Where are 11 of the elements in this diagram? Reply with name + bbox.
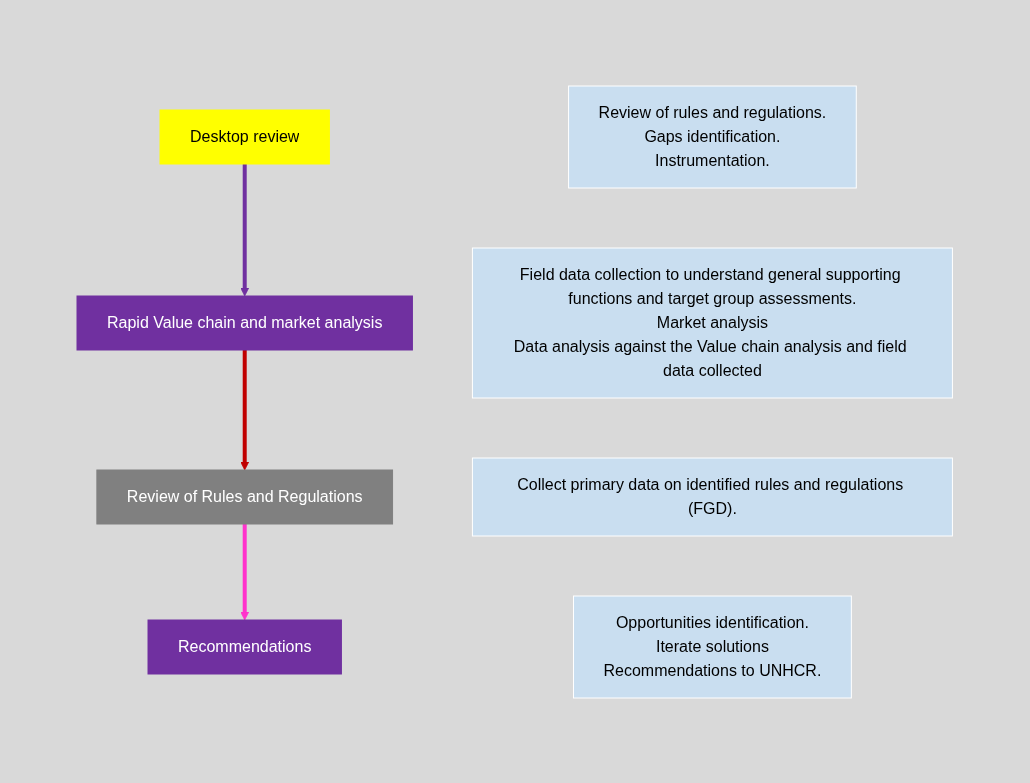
node-box: Field data collection to understand general supporting functions and target group assessments. Market analysis Data analysis against the Value chain analysis and field data collected: [472, 247, 954, 398]
arrow: [240, 523, 250, 620]
node-box: Opportunities identification. Iterate solutions Recommendations to UNHCR.: [573, 595, 853, 698]
arrow: [240, 349, 250, 470]
node-box: Review of rules and regulations. Gaps identification. Instrumentation.: [568, 85, 858, 188]
node-box: Collect primary data on identified rules and regulations (FGD).: [472, 457, 954, 536]
node-box: Rapid Value chain and market analysis: [76, 295, 414, 350]
node-box: Desktop review: [159, 109, 331, 164]
node-box: Review of Rules and Regulations: [96, 469, 394, 524]
node-box: Recommendations: [147, 619, 343, 674]
arrow: [240, 163, 250, 296]
